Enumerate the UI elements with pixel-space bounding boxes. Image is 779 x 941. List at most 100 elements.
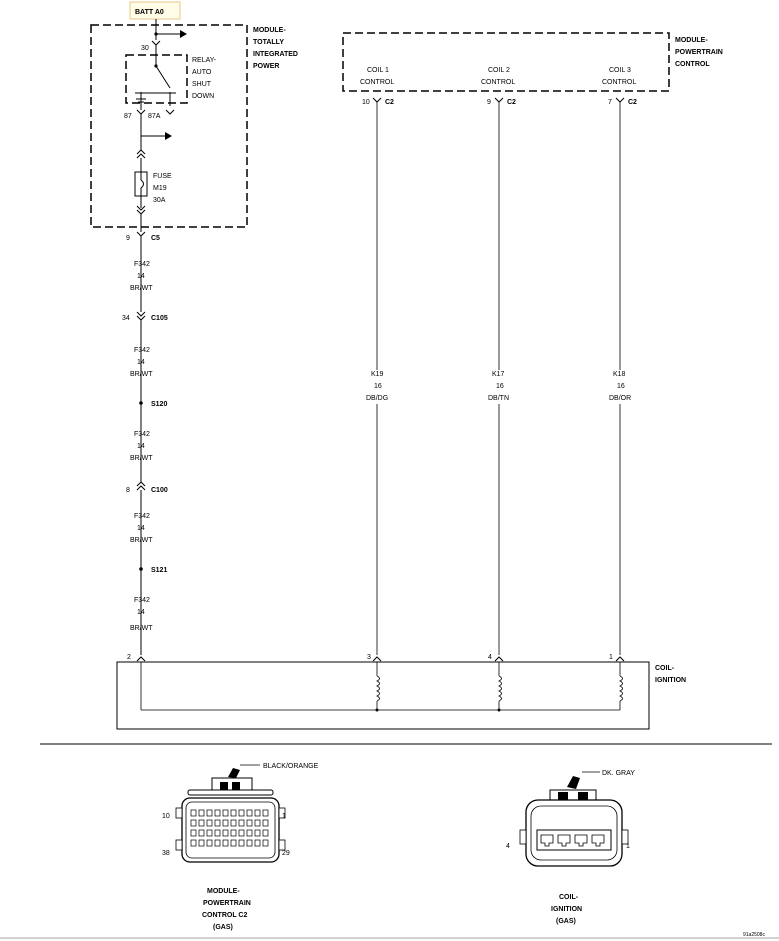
svg-text:POWERTRAIN: POWERTRAIN — [203, 900, 251, 907]
pin-cavity — [238, 809, 245, 817]
svg-text:BR/WT: BR/WT — [130, 371, 153, 378]
pcm-box — [342, 32, 670, 92]
svg-text:MODULE-: MODULE- — [207, 888, 240, 895]
svg-text:SHUT: SHUT — [192, 81, 212, 88]
pin-cavity — [206, 819, 213, 827]
svg-text:K17: K17 — [492, 371, 505, 378]
svg-text:INTEGRATED: INTEGRATED — [253, 51, 298, 58]
pin-cavity — [190, 809, 197, 817]
svg-text:DB/OR: DB/OR — [609, 395, 631, 402]
svg-text:F342: F342 — [134, 513, 150, 520]
coil-pin-left: 4 — [506, 843, 510, 850]
c105-pin: 34 — [122, 315, 130, 322]
right-arrow-icon — [165, 132, 172, 140]
right-arrow-icon — [180, 30, 187, 38]
coil-pin-4-icon — [494, 656, 504, 662]
coil-pin-row — [540, 834, 605, 847]
svg-text:16: 16 — [496, 383, 504, 390]
wire-label-2: F342 14 BR/WT — [130, 347, 153, 378]
svg-text:DOWN: DOWN — [192, 93, 214, 100]
coil-pin-1-icon — [615, 656, 625, 662]
pin-cavity — [238, 819, 245, 827]
pin-cavity — [214, 829, 221, 837]
svg-text:BR/WT: BR/WT — [130, 455, 153, 462]
pin-cavity — [190, 829, 197, 837]
pcm-pin-tl: 10 — [162, 813, 170, 820]
svg-text:CONTROL: CONTROL — [360, 79, 394, 86]
svg-text:C2: C2 — [507, 99, 516, 106]
batt-label: BATT A0 — [135, 9, 164, 16]
connector-chevron-icon — [372, 97, 382, 103]
coil-ignition-box — [116, 661, 650, 730]
c105-name: C105 — [151, 315, 168, 322]
pin-cavity — [222, 809, 229, 817]
svg-text:F342: F342 — [134, 597, 150, 604]
svg-text:CONTROL C2: CONTROL C2 — [202, 912, 247, 919]
svg-text:COIL-: COIL- — [559, 894, 579, 901]
c105-connector-icon — [136, 311, 146, 317]
pin-cavity — [230, 829, 237, 837]
svg-text:14: 14 — [137, 525, 145, 532]
s121-label: S121 — [151, 567, 167, 574]
c100-connector-icon — [136, 481, 146, 487]
pin-cavity — [254, 829, 261, 837]
pin-cavity — [230, 839, 237, 847]
pin-cavity — [190, 819, 197, 827]
tipm-box — [90, 24, 248, 228]
svg-text:CONTROL: CONTROL — [675, 61, 710, 68]
pin-87: 87 — [124, 113, 132, 120]
pin-cavity — [262, 809, 269, 817]
svg-text:3: 3 — [367, 654, 371, 661]
coil1-control: COIL 1 CONTROL 10 C2 K19 16 DB/DG 3 — [360, 67, 394, 661]
pin-cavity — [230, 819, 237, 827]
pin-cavity — [230, 809, 237, 817]
pin-cavity — [198, 829, 205, 837]
svg-text:DB/TN: DB/TN — [488, 395, 509, 402]
relay-switch-arm — [155, 65, 171, 89]
svg-text:16: 16 — [374, 383, 382, 390]
coil2-control: COIL 2 CONTROL 9 C2 K17 16 DB/TN 4 — [481, 67, 516, 661]
pin-cavity — [262, 829, 269, 837]
svg-text:POWERTRAIN: POWERTRAIN — [675, 49, 723, 56]
coil-pin-cavity — [574, 834, 588, 847]
wire-label-4: F342 14 BR/WT — [130, 513, 153, 544]
svg-text:FUSE: FUSE — [153, 173, 172, 180]
svg-text:9: 9 — [487, 99, 491, 106]
coil-pin-2-label: 2 — [127, 654, 131, 661]
pcm-pin-br: 29 — [282, 850, 290, 857]
pin-cavity — [206, 839, 213, 847]
svg-text:14: 14 — [137, 609, 145, 616]
svg-text:RELAY-: RELAY- — [192, 57, 217, 64]
pin-cavity — [254, 839, 261, 847]
svg-text:(GAS): (GAS) — [213, 924, 233, 931]
coil-winding-icon — [498, 675, 502, 702]
tipm-label: MODULE- TOTALLY INTEGRATED POWER — [253, 27, 298, 70]
connector-chevron-icon — [151, 40, 161, 46]
svg-text:14: 14 — [137, 273, 145, 280]
coil-pin-2-icon — [136, 656, 146, 662]
pin-cavity — [198, 809, 205, 817]
relay-label: RELAY- AUTO SHUT DOWN — [192, 57, 217, 100]
pin-cavity — [214, 839, 221, 847]
svg-text:CONTROL: CONTROL — [481, 79, 515, 86]
s120-label: S120 — [151, 401, 167, 408]
svg-text:POWER: POWER — [253, 63, 279, 70]
pin-cavity — [238, 829, 245, 837]
svg-text:K19: K19 — [371, 371, 384, 378]
svg-text:14: 14 — [137, 443, 145, 450]
svg-text:BR/WT: BR/WT — [130, 285, 153, 292]
pin-cavity — [214, 809, 221, 817]
coil-connector-face: DK. GRAY 4 1 COIL- IGNITION (GAS) — [506, 770, 635, 925]
pcm-pin-tr: 1 — [282, 813, 286, 820]
pin-cavity — [246, 809, 253, 817]
svg-text:(GAS): (GAS) — [556, 918, 576, 925]
pin-cavity — [222, 819, 229, 827]
pin-cavity — [222, 839, 229, 847]
svg-text:BR/WT: BR/WT — [130, 625, 153, 632]
svg-text:COIL 2: COIL 2 — [488, 67, 510, 74]
svg-text:14: 14 — [137, 359, 145, 366]
coil-pin-3-icon — [372, 656, 382, 662]
wire-label-5: F342 14 BR/WT — [130, 597, 153, 632]
svg-text:10: 10 — [362, 99, 370, 106]
